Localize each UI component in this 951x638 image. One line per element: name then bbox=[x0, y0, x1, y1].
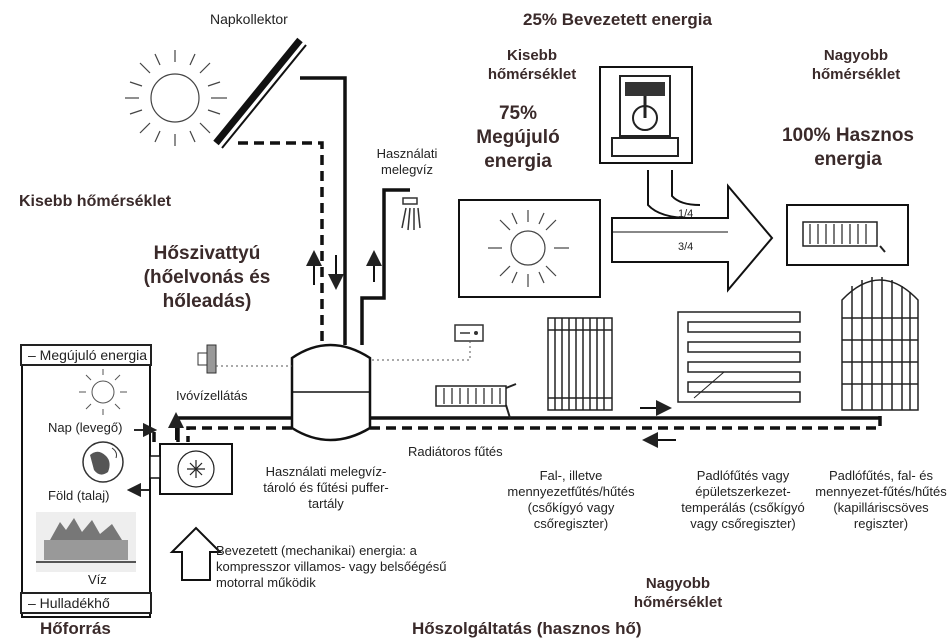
fraction-three-quarter-label: 3/4 bbox=[678, 241, 694, 253]
useful-100-label: 100% Hasznos energia bbox=[781, 125, 914, 170]
waste-heat-box: – Hulladékhő bbox=[20, 592, 152, 614]
flow-arrows-collector bbox=[306, 250, 382, 290]
renewable-energy-box: – Megújuló energia bbox=[20, 344, 152, 366]
sun-air-label: Nap (levegő) bbox=[48, 420, 123, 435]
water-supply-label: Ivóvízellátás bbox=[176, 388, 248, 403]
higher-temp-top-label: Nagyobb hőmérséklet bbox=[811, 47, 901, 83]
water-label: Víz bbox=[88, 572, 107, 587]
heat-pump-label: Hőszivattyú (hőelvonás és hőleadás) bbox=[143, 243, 271, 312]
energy-arrow bbox=[611, 170, 774, 293]
floor-wall-capillary-label: Padlófűtés, fal- és mennyezet-fűtés/hűté… bbox=[815, 468, 947, 531]
collector-pipes bbox=[238, 76, 347, 345]
radiator-small-icon bbox=[435, 383, 517, 419]
heat-pump-unit bbox=[149, 443, 233, 495]
water-scene-icon bbox=[36, 512, 136, 572]
capillary-mat-icon bbox=[841, 277, 919, 411]
lower-temp-left-label: Kisebb hőmérséklet bbox=[19, 193, 172, 210]
hot-water-pipe bbox=[360, 188, 410, 345]
flow-arrows-lines bbox=[168, 400, 676, 448]
mechanical-energy-label: Bevezetett (mechanikai) energia: a kompr… bbox=[216, 543, 447, 590]
storage-tank-label: Használati melegvíz-tároló és fűtési puf… bbox=[263, 464, 389, 511]
hot-water-use-label: Használati melegvíz bbox=[376, 146, 438, 177]
shower-icon bbox=[401, 197, 421, 231]
radiator-icon bbox=[786, 204, 909, 266]
engine-icon bbox=[599, 66, 693, 164]
heat-source-label: Hőforrás bbox=[40, 619, 111, 638]
heat-source-panel bbox=[21, 344, 151, 618]
solar-collector-label: Napkollektor bbox=[210, 11, 288, 27]
arrow-icon bbox=[169, 526, 223, 581]
pipe-register-icon bbox=[547, 317, 613, 411]
radiator-heating-label: Radiátoros fűtés bbox=[408, 444, 503, 459]
fan-icon bbox=[177, 450, 215, 488]
globe-icon bbox=[82, 441, 124, 483]
ground-label: Föld (talaj) bbox=[48, 488, 110, 503]
floor-heating-label: Padlófűtés vagy épületszerkezet-temperál… bbox=[681, 468, 805, 531]
pipe-coil-icon bbox=[677, 311, 801, 403]
heat-service-label: Hőszolgáltatás (hasznos hő) bbox=[412, 619, 642, 638]
heat-source-arrows bbox=[126, 422, 158, 498]
solar-panel-icon bbox=[213, 37, 307, 149]
heat-source-sun-icon bbox=[79, 369, 127, 415]
fraction-quarter-label: 1/4 bbox=[678, 208, 694, 220]
thermostat-icon bbox=[370, 324, 484, 361]
higher-temp-bottom-label: Nagyobb hőmérséklet bbox=[633, 575, 723, 611]
sun-icon bbox=[125, 50, 227, 146]
tank-icon bbox=[290, 343, 372, 442]
supply-line bbox=[176, 416, 880, 442]
water-supply-icon bbox=[197, 344, 292, 374]
energy-in-25-label: 25% Bevezetett energia bbox=[523, 10, 712, 29]
wall-ceiling-label: Fal-, illetve mennyezetfűtés/hűtés (csők… bbox=[507, 468, 635, 531]
lower-temp-top-label: Kisebb hőmérséklet bbox=[487, 47, 577, 83]
return-line bbox=[152, 410, 882, 442]
renewable-75-label: 75% Megújuló energia bbox=[476, 103, 560, 172]
sun-box bbox=[458, 199, 601, 298]
